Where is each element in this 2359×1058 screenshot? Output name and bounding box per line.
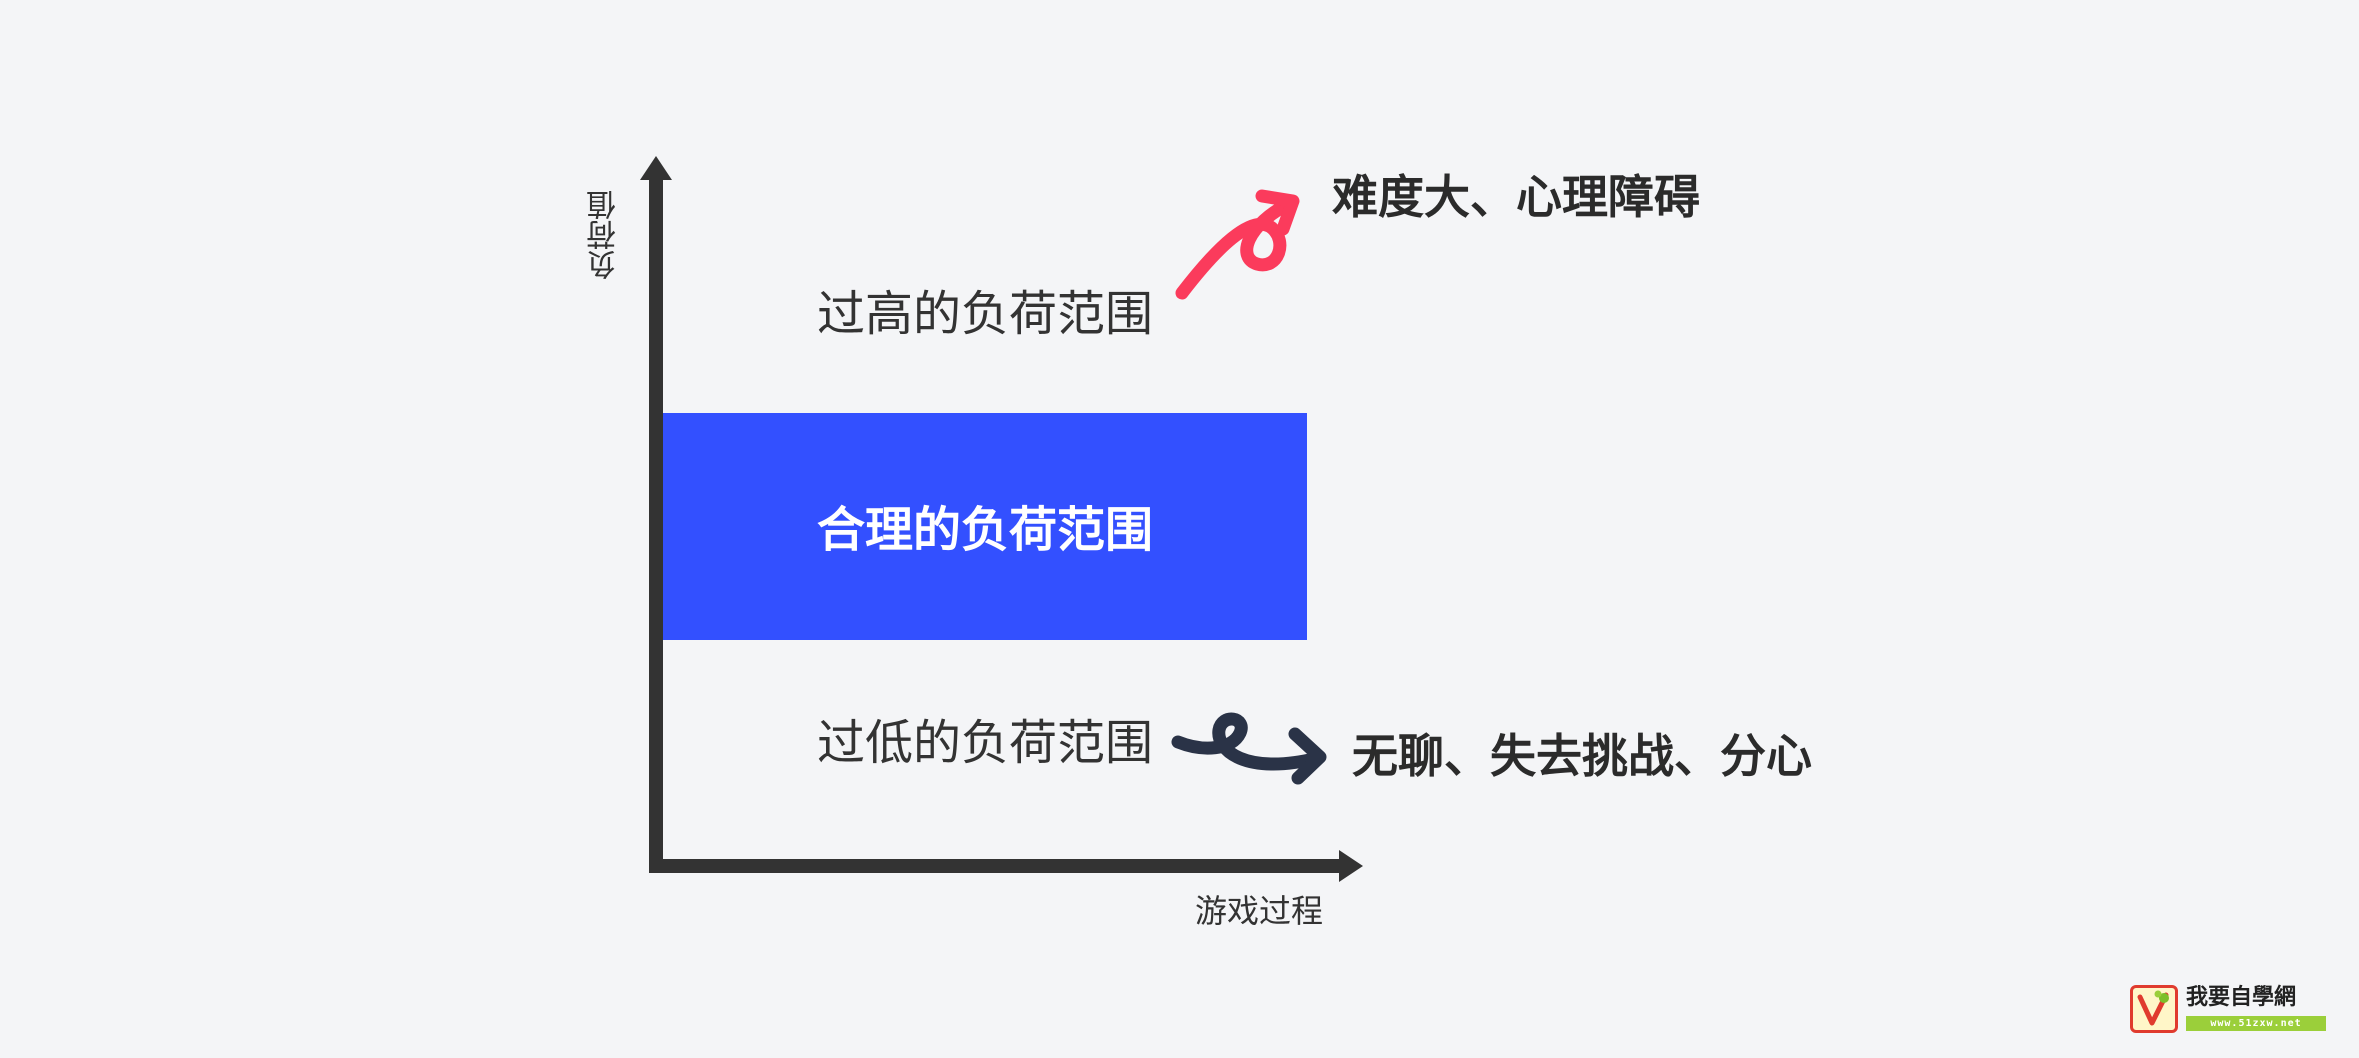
watermark-name: 我要自學網 — [2186, 985, 2297, 1010]
y-axis-arrowhead — [640, 156, 672, 180]
watermark-url: www.51zxw.net — [2186, 1016, 2326, 1031]
zone-high-label: 过高的负荷范围 — [817, 286, 1154, 342]
watermark-logo: 我要自學網 www.51zxw.net — [2130, 985, 2328, 1037]
y-axis-label: 负荷值 — [587, 190, 622, 280]
logo-v-icon — [2130, 985, 2178, 1033]
x-axis-label: 游戏过程 — [1195, 892, 1324, 930]
curly-arrow-up-head-icon — [1255, 189, 1300, 236]
zone-ok-label: 合理的负荷范围 — [817, 502, 1154, 558]
zone-low-label: 过低的负荷范围 — [817, 715, 1154, 771]
curly-arrow-up-icon — [1175, 195, 1299, 300]
curly-arrow-right-head-icon — [1288, 727, 1327, 785]
ok-zone-band — [661, 413, 1307, 640]
curly-arrow-right-icon — [1171, 712, 1325, 771]
x-axis-arrowhead — [1339, 850, 1363, 882]
effect-low-label: 无聊、失去挑战、分心 — [1352, 729, 1812, 783]
effect-high-label: 难度大、心理障碍 — [1332, 170, 1700, 224]
